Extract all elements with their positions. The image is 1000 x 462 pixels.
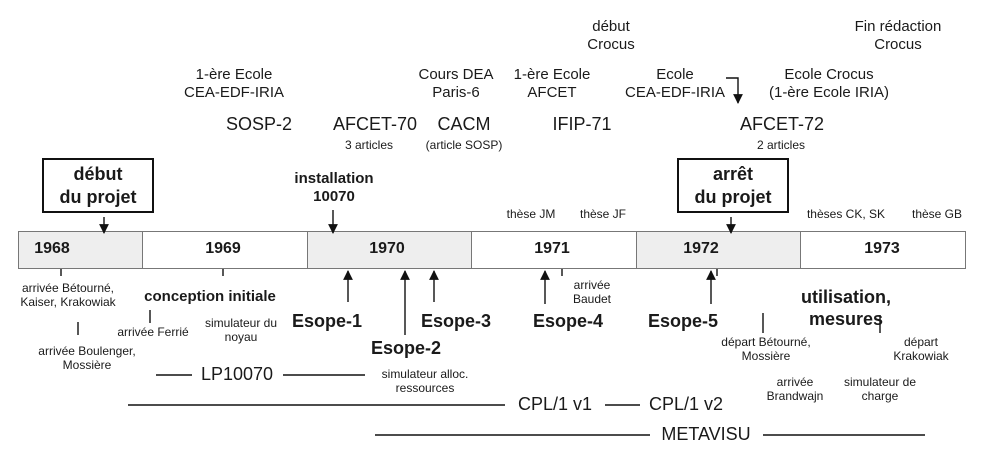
label-arrivee-baudet: arrivée Baudet <box>572 278 612 307</box>
label-cpl1-v2: CPL/1 v2 <box>648 394 724 414</box>
year-1970: 1970 <box>369 240 405 257</box>
label-ecole-afcet: 1-ère Ecole AFCET <box>513 66 591 101</box>
band-1969 <box>142 231 308 269</box>
label-arrivee-boulenger-mossiere: arrivée Boulenger, Mossière <box>38 344 136 373</box>
year-1968: 1968 <box>34 240 70 257</box>
band-1968 <box>18 231 143 269</box>
label-these-jm: thèse JM <box>506 207 556 221</box>
label-cacm-article: (article SOSP) <box>425 138 503 152</box>
label-cacm: CACM <box>437 114 491 134</box>
arrow-ecole-cea-2 <box>726 77 743 104</box>
label-arrivee-ferrie: arrivée Ferrié <box>117 325 189 339</box>
label-fin-redaction-crocus: Fin rédaction Crocus <box>854 18 942 53</box>
label-afcet-70: AFCET-70 <box>332 114 418 134</box>
label-ecole-cea-2: Ecole CEA-EDF-IRIA <box>624 66 726 101</box>
label-utilisation-mesures: utilisation, mesures <box>801 287 891 329</box>
label-afcet-72: AFCET-72 <box>739 114 825 134</box>
label-theses-ck-sk: thèses CK, SK <box>806 207 886 221</box>
label-esope-2: Esope-2 <box>370 338 442 358</box>
label-simulateur-charge: simulateur de charge <box>843 375 917 404</box>
label-lp10070: LP10070 <box>200 364 274 384</box>
label-esope-5: Esope-5 <box>647 311 719 331</box>
label-esope-1: Esope-1 <box>291 311 363 331</box>
label-sosp-2: SOSP-2 <box>225 114 293 134</box>
year-1972: 1972 <box>683 240 719 257</box>
label-arrivee-betourne-kaiser-krakowiak: arrivée Bétourné, Kaiser, Krakowiak <box>20 281 116 310</box>
label-afcet-70-articles: 3 articles <box>344 138 394 152</box>
label-cpl1-v1: CPL/1 v1 <box>517 394 593 414</box>
label-these-gb: thèse GB <box>911 207 963 221</box>
label-esope-3: Esope-3 <box>420 311 492 331</box>
box-debut-projet: début du projet <box>42 158 154 213</box>
band-1973 <box>800 231 966 269</box>
label-ifip-71: IFIP-71 <box>552 114 612 134</box>
label-cours-dea: Cours DEA Paris-6 <box>418 66 494 101</box>
box-arret-projet: arrêt du projet <box>677 158 789 213</box>
label-debut-crocus: début Crocus <box>587 18 635 53</box>
band-1971 <box>471 231 637 269</box>
year-1971: 1971 <box>534 240 570 257</box>
label-depart-krakowiak: départ Krakowiak <box>893 335 949 364</box>
band-1970 <box>307 231 472 269</box>
year-1969: 1969 <box>205 240 241 257</box>
label-ecole-cea-1: 1-ère Ecole CEA-EDF-IRIA <box>183 66 285 101</box>
label-ecole-crocus: Ecole Crocus (1-ère Ecole IRIA) <box>768 66 890 101</box>
label-installation-10070: installation 10070 <box>294 170 374 205</box>
label-depart-betourne-mossiere: départ Bétourné, Mossière <box>721 335 811 364</box>
label-these-jf: thèse JF <box>579 207 627 221</box>
label-conception-initiale: conception initiale <box>144 288 276 305</box>
label-esope-4: Esope-4 <box>532 311 604 331</box>
label-simulateur-noyau: simulateur du noyau <box>204 316 278 345</box>
band-1972 <box>636 231 801 269</box>
label-metavisu: METAVISU <box>661 424 751 444</box>
year-1973: 1973 <box>864 240 900 257</box>
label-simulateur-alloc-ressources: simulateur alloc. ressources <box>381 367 469 396</box>
label-afcet-72-articles: 2 articles <box>756 138 806 152</box>
label-arrivee-brandwajn: arrivée Brandwajn <box>766 375 824 404</box>
